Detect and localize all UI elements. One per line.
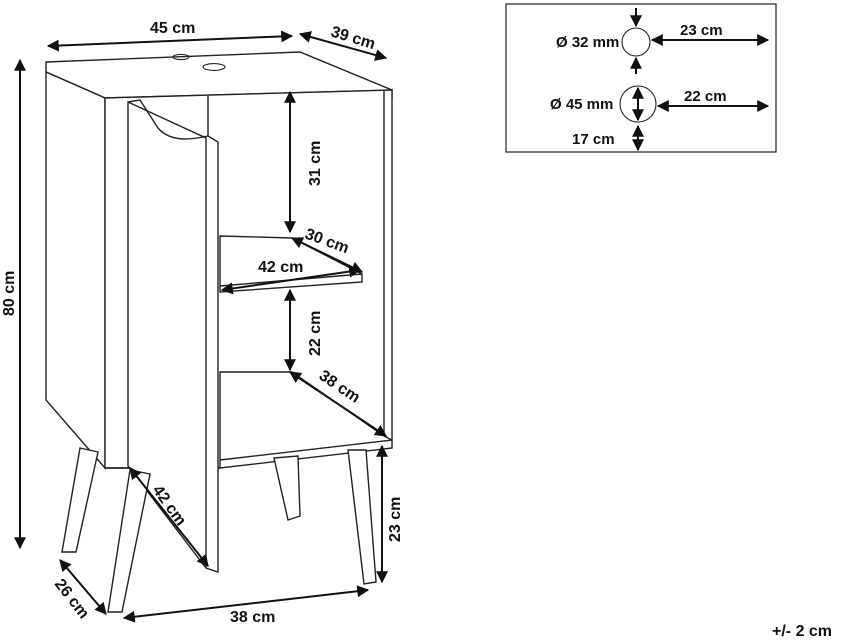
holes-detail-frame — [505, 3, 777, 153]
label-leg-height: 23 cm — [387, 497, 404, 542]
large-hole-circle — [619, 85, 657, 123]
label-hole-large-offset: 22 cm — [684, 88, 727, 105]
leg-front-left — [61, 447, 99, 553]
cabinet-left-side — [45, 70, 106, 470]
top-hole-large — [202, 63, 226, 71]
tolerance-note: +/- 2 cm — [772, 623, 832, 640]
label-hole-large-from-edge: 17 cm — [572, 131, 615, 148]
label-height-total: 80 cm — [1, 271, 18, 316]
label-shelf-width: 42 cm — [258, 259, 303, 276]
label-width-top: 45 cm — [150, 20, 195, 37]
leg-back-right — [273, 455, 301, 521]
leg-far-right — [347, 449, 377, 585]
holes-detail: Ø 32 mm 23 cm Ø 45 mm 22 cm 17 cm — [505, 3, 777, 153]
label-hole-large-diameter: Ø 45 mm — [550, 96, 613, 113]
label-hole-small-offset: 23 cm — [680, 22, 723, 39]
small-hole-circle — [621, 27, 651, 57]
cabinet-door — [127, 99, 219, 573]
label-leg-depth: 26 cm — [51, 576, 92, 622]
label-shelf-lower-height: 22 cm — [307, 311, 324, 356]
label-hole-small-diameter: Ø 32 mm — [556, 34, 619, 51]
label-leg-width: 38 cm — [230, 609, 275, 626]
leg-front-right — [107, 469, 151, 613]
cabinet — [45, 51, 393, 613]
label-shelf-upper-height: 31 cm — [307, 141, 324, 186]
dimension-arrows — [14, 30, 388, 623]
top-hole-small — [172, 53, 190, 61]
